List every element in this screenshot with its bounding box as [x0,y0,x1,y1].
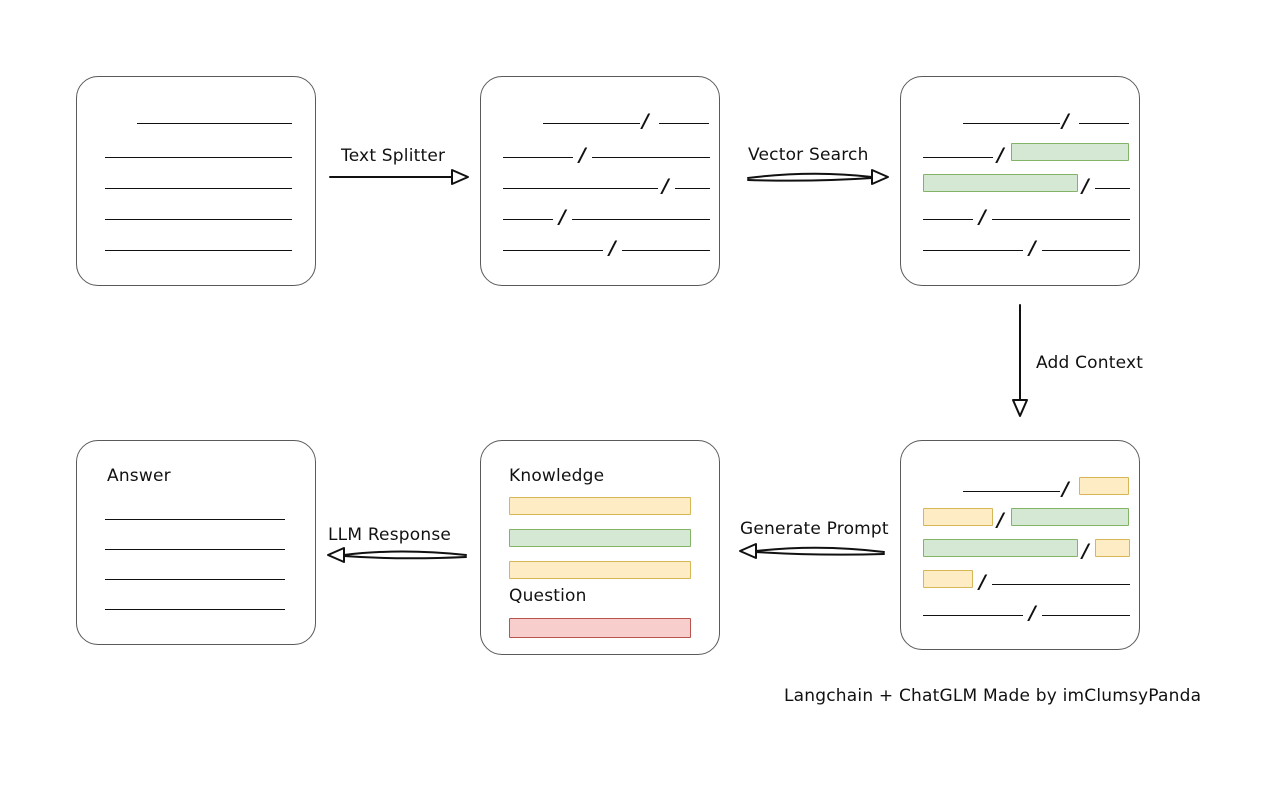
chunk-line-4-seg-1 [503,219,553,220]
match-line-4-seg-2 [992,219,1130,220]
answer-line-1 [105,519,285,520]
arrow-text-splitter [329,169,469,185]
chunk-line-5-seg-1 [503,250,603,251]
prompt-knowledge-label: Knowledge [509,466,605,486]
edge-label-llm-response: LLM Response [328,525,452,545]
match-line-5-seg-2 [1042,250,1130,251]
match-line-3-slash: / [1082,175,1089,197]
arrow-vector-search [747,169,889,185]
arrow-add-context [1012,304,1028,417]
chunk-line-4-seg-2 [572,219,710,220]
footer-credit: Langchain + ChatGLM Made by imClumsyPand… [784,686,1202,706]
chunk-line-1-seg-1 [543,123,640,124]
chunk-line-2-seg-1 [503,157,573,158]
match-chip-green-1 [1011,143,1129,161]
chunk-line-3-seg-2 [675,188,710,189]
prompt-question-label: Question [509,586,587,606]
ctx-chip-yellow-4 [923,570,973,588]
edge-label-generate-prompt: Generate Prompt [740,519,889,539]
ctx-chip-green-1 [1011,508,1129,526]
question-bar-1 [509,618,691,638]
answer-line-2 [105,549,285,550]
match-line-1-seg-1 [963,123,1060,124]
doc-line-2 [105,157,292,158]
chunk-line-5-slash: / [609,237,616,259]
chunk-line-1-seg-2 [659,123,709,124]
doc-line-4 [105,219,292,220]
doc-line-5 [105,250,292,251]
knowledge-bar-1 [509,497,691,515]
chunk-line-2-seg-2 [592,157,710,158]
match-line-2-slash: / [997,144,1004,166]
arrow-llm-response [327,547,467,563]
ctx-line-5-seg-1 [923,615,1023,616]
ctx-line-3-slash: / [1082,540,1089,562]
ctx-line-1-seg-1 [963,491,1060,492]
doc-line-3 [105,188,292,189]
chunk-line-1-slash: / [642,110,649,132]
chunk-line-3-seg-1 [503,188,658,189]
edge-label-text-splitter: Text Splitter [341,146,446,166]
match-line-2-seg-1 [923,157,993,158]
ctx-chip-yellow-1 [1079,477,1129,495]
node-source-document[interactable] [76,76,316,286]
chunk-line-3-slash: / [662,175,669,197]
node-prompt[interactable]: Knowledge Question [480,440,720,655]
edge-label-vector-search: Vector Search [748,145,869,165]
knowledge-bar-2 [509,529,691,547]
match-line-4-slash: / [979,206,986,228]
match-line-5-slash: / [1029,237,1036,259]
ctx-line-5-seg-2 [1042,615,1130,616]
node-matched-chunks[interactable]: / / / / / [900,76,1140,286]
ctx-chip-green-2 [923,539,1078,557]
chunk-line-2-slash: / [579,144,586,166]
node-context-chunks[interactable]: / / / / / [900,440,1140,650]
doc-line-1 [137,123,292,124]
match-line-5-seg-1 [923,250,1023,251]
arrow-generate-prompt [739,543,885,559]
chunk-line-4-slash: / [559,206,566,228]
answer-line-4 [105,609,285,610]
ctx-chip-yellow-3 [1095,539,1130,557]
node-split-chunks[interactable]: / / / / / [480,76,720,286]
ctx-line-2-slash: / [997,509,1004,531]
knowledge-bar-3 [509,561,691,579]
node-answer[interactable]: Answer [76,440,316,645]
chunk-line-5-seg-2 [622,250,710,251]
match-chip-green-2 [923,174,1078,192]
edge-label-add-context: Add Context [1036,353,1144,373]
ctx-line-4-slash: / [979,571,986,593]
answer-line-3 [105,579,285,580]
ctx-chip-yellow-2 [923,508,993,526]
ctx-line-5-slash: / [1029,602,1036,624]
answer-title: Answer [107,466,171,486]
match-line-4-seg-1 [923,219,973,220]
match-line-1-seg-2 [1079,123,1129,124]
match-line-3-seg-2 [1095,188,1130,189]
match-line-1-slash: / [1062,110,1069,132]
ctx-line-1-slash: / [1062,478,1069,500]
ctx-line-4-seg-2 [992,584,1130,585]
